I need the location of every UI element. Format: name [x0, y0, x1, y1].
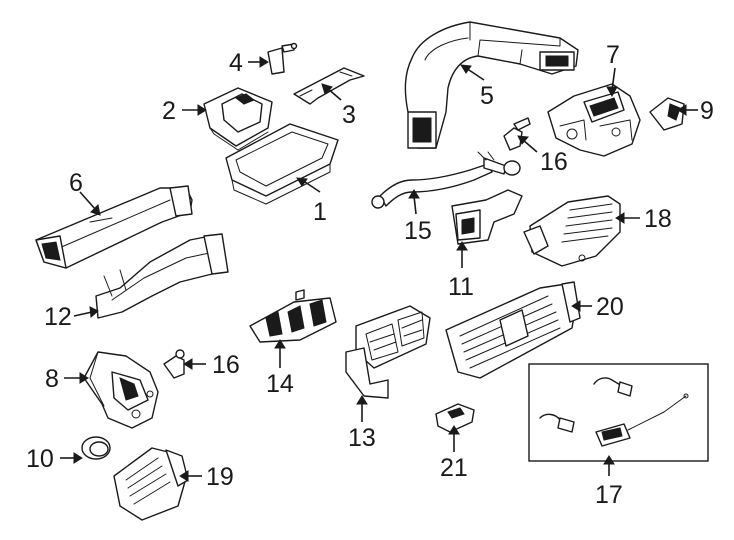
callout-17: 17: [595, 481, 623, 509]
callout-5: 5: [480, 82, 494, 110]
callout-7: 7: [606, 41, 620, 69]
part-18-side-vent: [523, 195, 621, 267]
part-19-vent: [113, 447, 189, 521]
part-17-kit: [528, 363, 709, 462]
part-1-housing: [225, 123, 339, 205]
callout-20: 20: [596, 293, 624, 321]
part-16-upper-clip: [503, 117, 531, 151]
callout-13: 13: [348, 424, 376, 452]
part-14-vent: [249, 289, 337, 343]
leader-7: [611, 67, 616, 91]
part-15-hose: [371, 151, 521, 209]
part-16-lower-clip: [163, 349, 185, 379]
part-6-long-duct: [35, 185, 193, 269]
callout-1: 1: [313, 198, 327, 226]
callout-8: 8: [45, 365, 59, 393]
callout-16-lower: 16: [212, 351, 240, 379]
callout-6: 6: [69, 169, 83, 197]
part-20-large-vent: [445, 281, 581, 379]
callout-labels: 1 2 3 4 5 6 7 8 9 10 11 12 13 14 15 16 1…: [26, 41, 714, 509]
callout-3: 3: [342, 101, 356, 129]
arrowheads: [73, 56, 687, 482]
callout-4: 4: [229, 49, 243, 77]
leader-16a: [522, 139, 538, 153]
part-8-module: [83, 351, 159, 429]
callout-14: 14: [266, 370, 294, 398]
part-21-connector: [435, 403, 475, 433]
part-12-bracket: [95, 233, 229, 319]
part-9-knob: [649, 97, 685, 131]
callout-16-upper: 16: [540, 148, 568, 176]
leader-6: [79, 191, 97, 211]
callout-19: 19: [206, 463, 234, 491]
callout-9: 9: [700, 97, 714, 125]
callout-21: 21: [440, 454, 468, 482]
callout-10: 10: [26, 445, 54, 473]
part-10-ring: [81, 436, 111, 460]
callout-11: 11: [448, 273, 474, 301]
callout-2: 2: [162, 97, 176, 125]
part-11-elbow: [451, 189, 523, 245]
part-13-double-vent: [345, 305, 431, 399]
callout-18: 18: [644, 205, 672, 233]
part-5-duct: [404, 21, 579, 149]
callout-15: 15: [404, 217, 432, 245]
part-2-frame: [203, 87, 273, 151]
callout-12: 12: [44, 303, 72, 331]
part-7-vent: [547, 83, 641, 157]
leader-5: [465, 67, 485, 81]
part-4-clip: [267, 42, 298, 75]
leader-15: [413, 195, 417, 215]
leader-12: [73, 311, 93, 317]
